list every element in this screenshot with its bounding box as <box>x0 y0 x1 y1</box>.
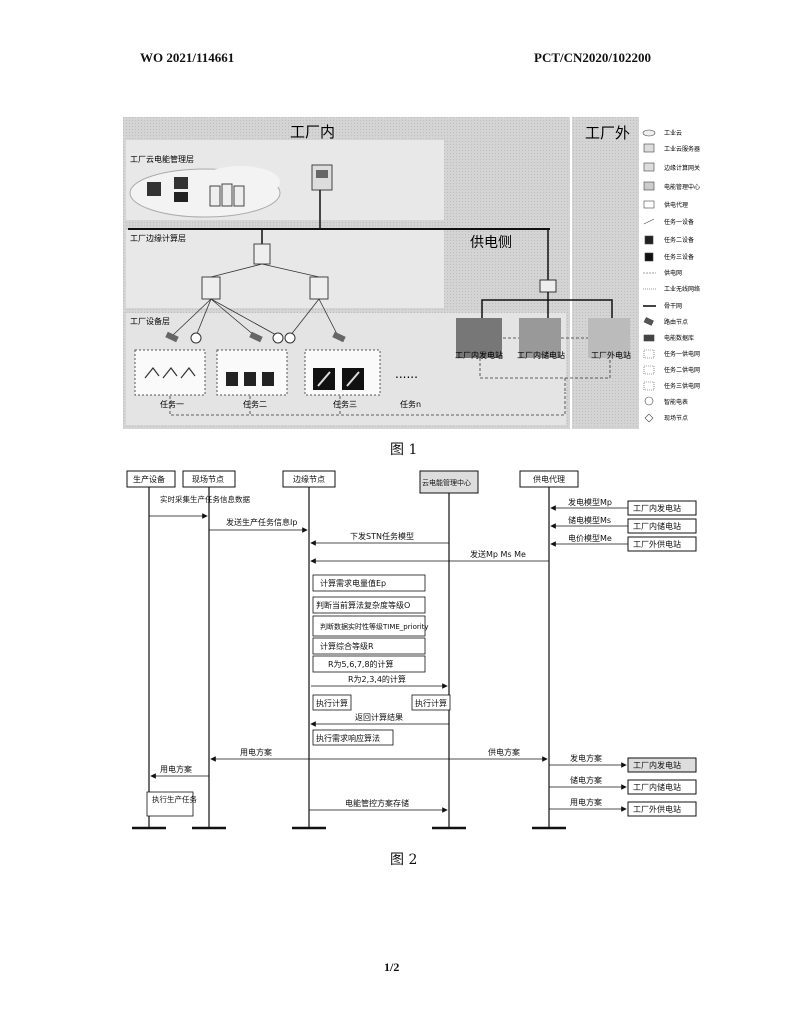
station-bottom-label: 工厂内储电站 <box>633 782 681 792</box>
exec-task-label: 执行生产任务 <box>152 794 197 804</box>
send-info-label: 发送生产任务信息Ip <box>226 517 297 527</box>
usage-plan-label: 用电方案 <box>240 747 272 757</box>
station-bottom-label: 工厂外供电站 <box>633 804 681 814</box>
step-text: 判断当前算法复杂度等级O <box>316 600 410 610</box>
store-scheme-label: 电能管控方案存储 <box>345 798 409 808</box>
collect-note: 实时采集生产任务信息数据 <box>160 494 250 504</box>
exec-compute-edge: 执行计算 <box>316 698 348 708</box>
step-text: 判断数据实时性等级TIME_priority <box>320 622 429 631</box>
station-bottom-label: 工厂内发电站 <box>633 760 681 770</box>
lane-label: 云电能管理中心 <box>422 478 471 487</box>
supply-plan-label: 供电方案 <box>488 747 520 757</box>
figure-2-caption: 图 2 <box>390 849 417 869</box>
use-plan-label: 用电方案 <box>570 797 602 807</box>
issue-model-label: 下发STN任务模型 <box>350 531 414 541</box>
model-label: 储电模型Ms <box>568 515 611 525</box>
step-text: 计算综合等级R <box>320 641 374 651</box>
station-top-label: 工厂外供电站 <box>633 539 681 549</box>
lane-label: 现场节点 <box>192 475 224 484</box>
station-top-label: 工厂内发电站 <box>633 503 681 513</box>
step-text: R为5,6,7,8的计算 <box>328 659 394 669</box>
store-plan-label: 储电方案 <box>570 775 602 785</box>
usage-plan2-label: 用电方案 <box>160 764 192 774</box>
lane-label: 边缘节点 <box>293 474 325 484</box>
step-text: 计算需求电量值Ep <box>320 578 386 588</box>
send-models-label: 发送Mp Ms Me <box>470 549 526 559</box>
model-label: 发电模型Mp <box>568 497 612 507</box>
lane-label: 生产设备 <box>133 474 165 484</box>
step-text: R为2,3,4的计算 <box>348 674 406 684</box>
station-top-label: 工厂内储电站 <box>633 521 681 531</box>
exec-algo-label: 执行需求响应算法 <box>316 733 380 743</box>
exec-compute-cloud: 执行计算 <box>415 698 447 708</box>
page-number: 1/2 <box>384 960 399 975</box>
model-label: 电价模型Me <box>568 533 612 543</box>
lane-label: 供电代理 <box>533 474 565 484</box>
figure-2-sequence: 生产设备 现场节点 边缘节点 云电能管理中心 供电代理 工厂内发电站 工厂内储电… <box>0 0 791 850</box>
gen-plan-label: 发电方案 <box>570 753 602 763</box>
return-result-label: 返回计算结果 <box>355 712 403 722</box>
